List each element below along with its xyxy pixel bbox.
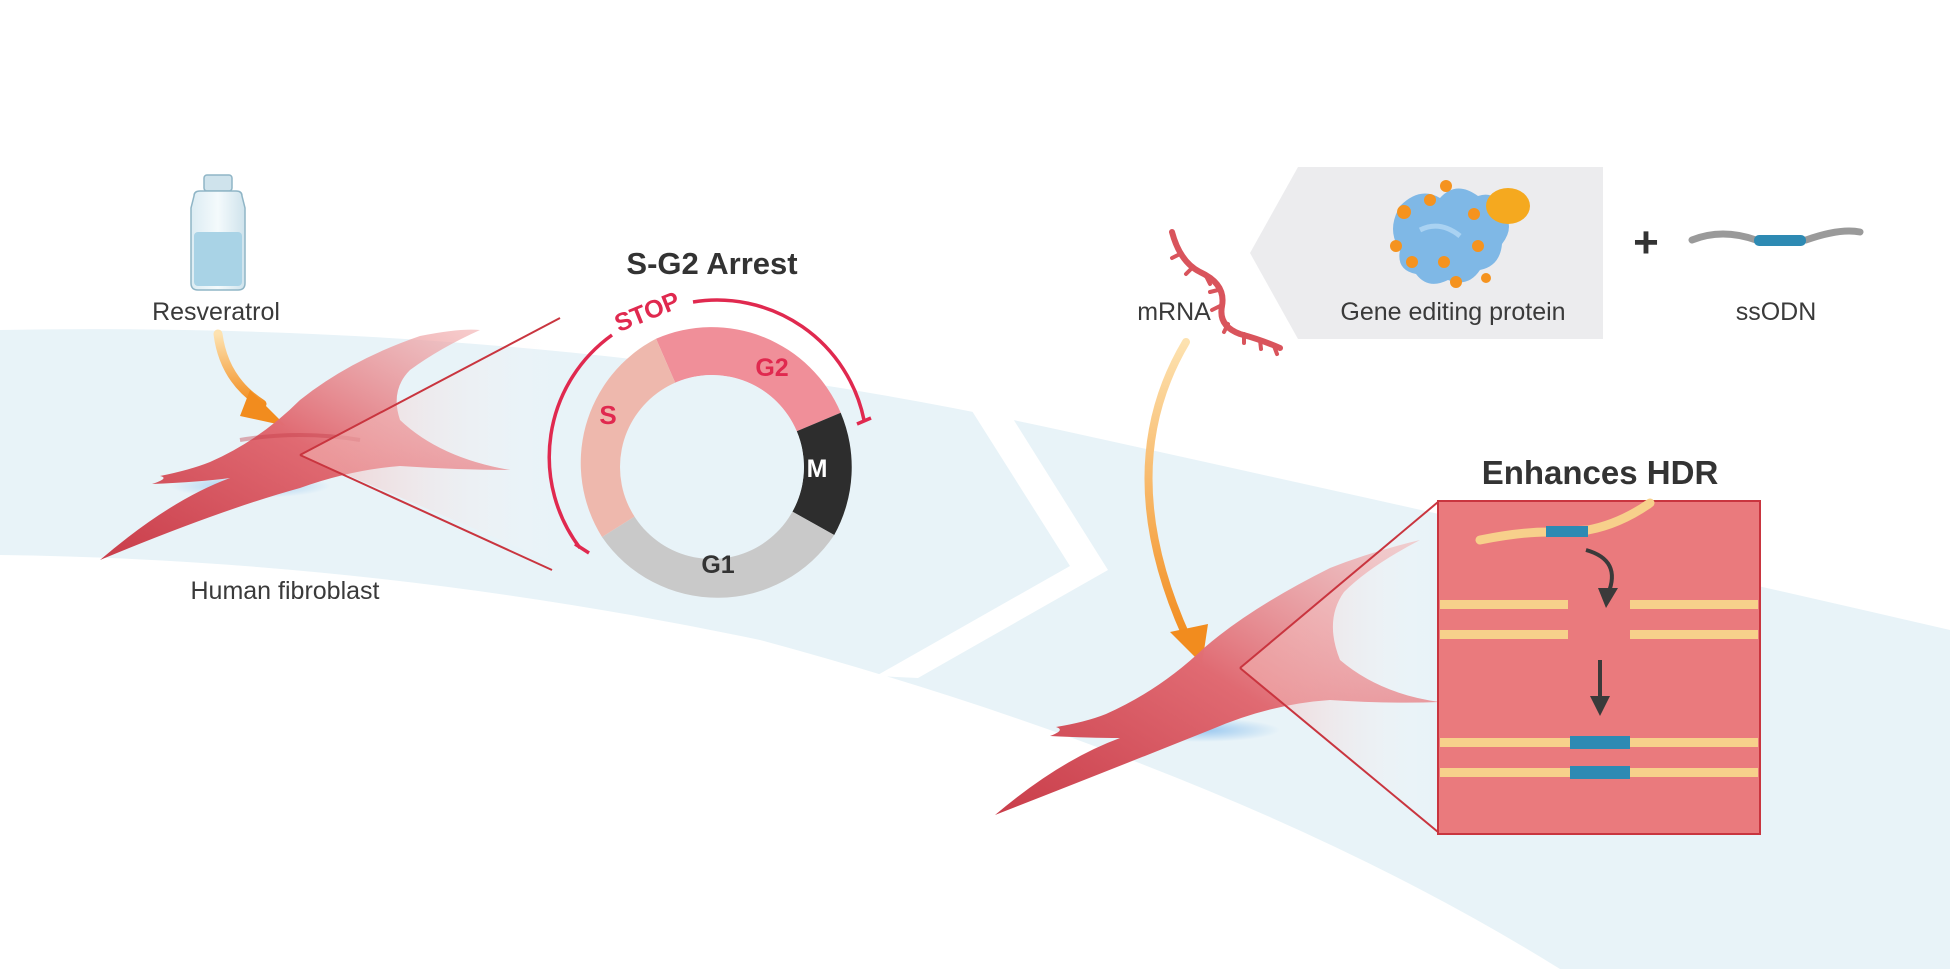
ssodn-label: ssODN [1736,298,1817,326]
plus-sign: + [1633,218,1659,267]
phase-g2-segment [656,327,841,432]
phase-s-label: S [599,400,616,430]
mrna-label: mRNA [1137,298,1211,326]
hdr-detail-box [1437,498,1761,835]
resveratrol-arrow-icon [213,329,286,426]
resveratrol-label: Resveratrol [152,298,280,326]
gene-editing-protein-label: Gene editing protein [1340,298,1565,326]
phase-m-segment [792,412,852,535]
mrna-icon [1169,229,1283,356]
phase-m-label: M [807,455,828,483]
phase-g2-label: G2 [755,354,788,382]
zoom-cone-left [299,317,561,571]
ssodn-icon [1688,227,1864,246]
cell-cycle-donut [580,327,852,598]
human-fibroblast-label: Human fibroblast [191,577,380,605]
fibroblast-cell-left [100,329,510,560]
gene-editing-protein-icon [1390,180,1530,288]
stop-label: STOP [611,286,684,337]
enhances-hdr-title: Enhances HDR [1482,454,1719,491]
s-g2-arrest-title: S-G2 Arrest [626,246,797,281]
zoom-cone-right [1239,501,1439,833]
phase-g1-label: G1 [701,551,734,579]
resveratrol-bottle-icon [190,174,246,291]
stop-arrest-arc [547,298,872,555]
